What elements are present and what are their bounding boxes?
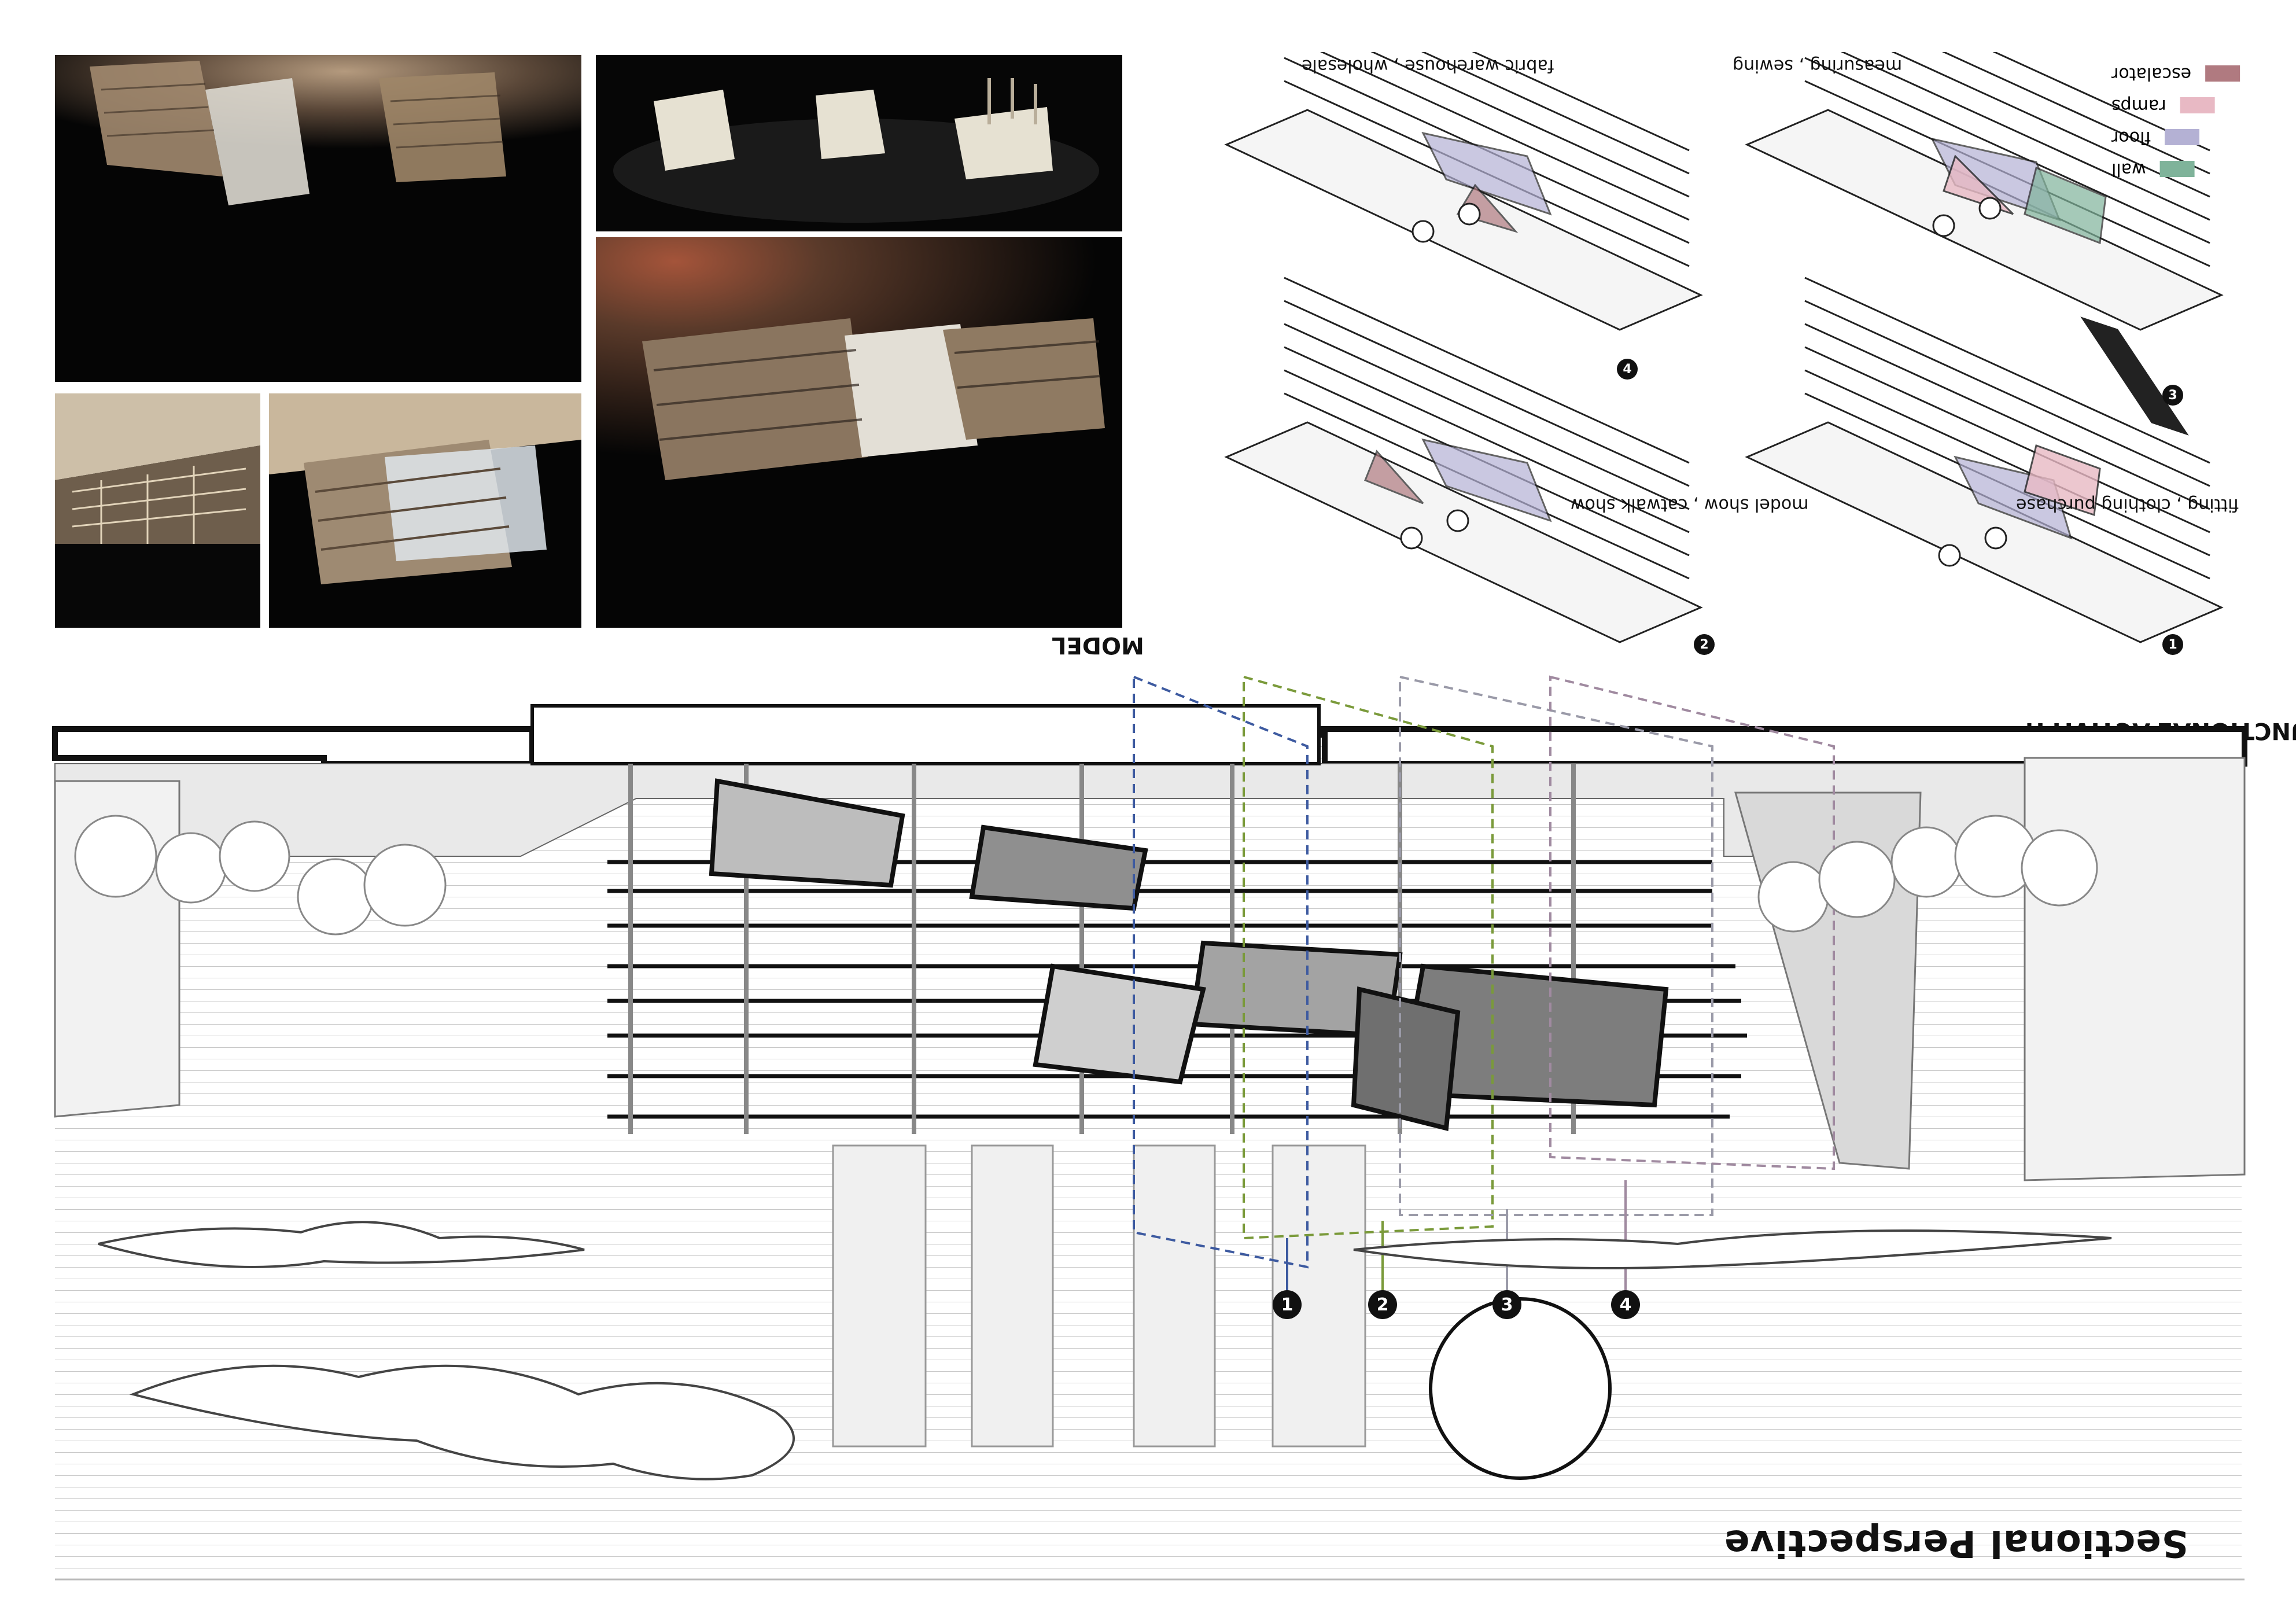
legend-label: wall <box>2111 159 2146 179</box>
section-marker-1: 1 <box>1273 1290 1302 1319</box>
legend-label: ramps <box>2111 95 2166 116</box>
legend-swatch-floor <box>2164 129 2199 146</box>
section-marker-2: 2 <box>1368 1290 1397 1319</box>
legend-label: floor <box>2111 127 2151 148</box>
activity-number-3: 3 <box>2162 385 2183 406</box>
legend-item-floor: floor <box>2111 127 2199 148</box>
activity-diagrams <box>1192 0 2245 654</box>
section-marker-4: 4 <box>1611 1290 1640 1319</box>
legend-swatch-wall <box>2159 161 2195 178</box>
sectional-perspective-heading: Sectional Perspective <box>1724 1522 2188 1564</box>
model-photo-4 <box>269 393 581 628</box>
legend-label: escalator <box>2111 64 2192 84</box>
legend-item-wall: wall <box>2111 159 2195 179</box>
activity-label-2: model show , catwalk show <box>1571 495 1809 515</box>
activity-number-1: 1 <box>2162 634 2183 655</box>
model-photo-1 <box>55 55 581 382</box>
model-photo-3 <box>55 393 260 628</box>
legend-item-ramps: ramps <box>2111 95 2215 116</box>
activity-number-2: 2 <box>1694 634 1715 655</box>
activity-label-4: fabric warehouse , wholesale <box>1302 56 1554 76</box>
model-heading: MODEL <box>1052 632 1144 658</box>
model-photo-5 <box>596 237 1122 628</box>
activity-number-4: 4 <box>1617 359 1638 380</box>
activity-diagrams-drawing <box>1224 0 2224 643</box>
section-marker-3: 3 <box>1492 1290 1521 1319</box>
activity-label-3: measuring , sewing <box>1733 56 1903 76</box>
legend-item-escalator: escalator <box>2111 64 2240 84</box>
model-photo-2 <box>596 55 1122 231</box>
legend-swatch-ramps <box>2180 97 2215 114</box>
sectional-perspective-drawing <box>52 675 2247 1581</box>
legend-swatch-escalator <box>2205 65 2240 82</box>
activity-label-1: fitting , clothing purchase <box>2016 495 2239 515</box>
